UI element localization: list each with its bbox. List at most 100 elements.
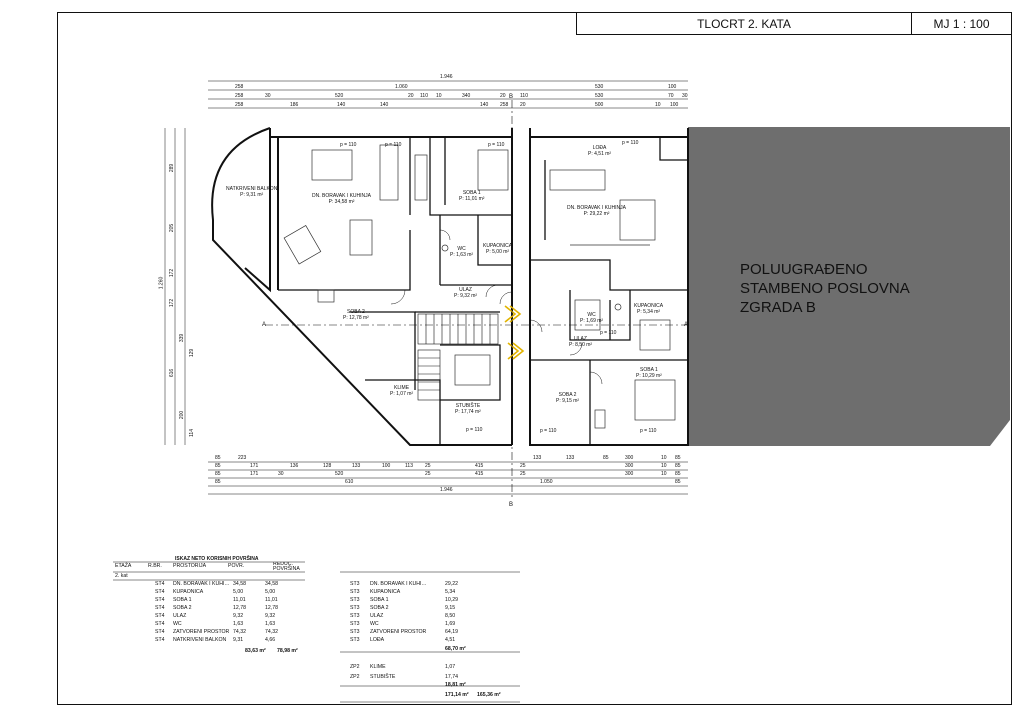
table-row: ST3 WC 1,69 — [350, 620, 475, 628]
room-area: P: 12,78 m² — [343, 315, 369, 321]
room-area: P: 1,07 m² — [390, 391, 414, 397]
table-row: ST3 LOĐA 4,51 — [350, 636, 475, 644]
cell: KUPAONICA — [173, 589, 204, 595]
dim-bottom-total: 1.946 — [440, 487, 453, 493]
dim-left-2: 172 — [169, 268, 176, 278]
room-natkriveni-balkon: NATKRIVENI BALKON P: 9,31 m² — [226, 186, 277, 198]
dim-top-total: 1.946 — [440, 74, 453, 80]
adjacent-building-label: POLUUGRAĐENO STAMBENO POSLOVNA ZGRADA B — [740, 260, 910, 317]
dimension-lines-bottom — [208, 461, 688, 495]
dim-b2-5: 100 — [382, 463, 391, 469]
table-row: ST4 SOBA 2 12,78 12,78 — [155, 604, 290, 612]
room-area: P: 29,22 m² — [583, 211, 610, 217]
dim-b3-6: 25 — [520, 471, 526, 477]
dimension-lines-top — [208, 80, 688, 109]
cell: 4,66 — [265, 637, 276, 643]
dim-b1-3: 133 — [566, 455, 575, 461]
dim-r4-4: 140 — [480, 102, 489, 108]
opening-label: p = 110 — [622, 140, 639, 146]
dim-b1-7: 85 — [675, 455, 681, 461]
dim-r4-5: 258 — [500, 102, 509, 108]
opening-label: p = 110 — [640, 428, 657, 434]
cell: KLIME — [370, 664, 386, 670]
table-row: ST4 ZATVORENI PROSTOR 74,32 74,32 — [155, 628, 290, 636]
room-area: P: 17,74 m² — [455, 409, 481, 415]
dim-r3-10: 70 — [668, 93, 674, 99]
dim-left-6: 114 — [188, 429, 195, 437]
opening-label: p = 110 — [340, 142, 357, 148]
dim-b3-2: 30 — [278, 471, 284, 477]
cell: 5,34 — [445, 589, 456, 595]
dim-left-1: 205 — [169, 223, 176, 233]
room-name: KUPAONICA — [483, 243, 513, 249]
table-row: ST4 ULAZ 9,32 9,32 — [155, 612, 290, 620]
dim-top-100: 100 — [668, 84, 677, 90]
room-name: NATKRIVENI BALKON — [226, 186, 278, 192]
dim-r3-6: 340 — [462, 93, 471, 99]
room-name: KUPAONICA — [634, 303, 664, 309]
room-soba1-left: SOBA 1 P: 11,01 m² — [459, 190, 484, 202]
dim-top-258: 258 — [235, 84, 244, 90]
cell: 11,01 — [233, 597, 246, 603]
header-reduc: REDUC. POVRŠINA — [273, 562, 300, 572]
dim-b1-0: 85 — [215, 455, 221, 461]
table-row: ST4 DN. BORAVAK I KUHI… 34,58 34,58 — [155, 580, 290, 588]
room-area: P: 8,50 m² — [569, 342, 593, 348]
table-grand-totals: 171,14 m² 165,36 m² — [445, 691, 509, 699]
dim-b3-7: 300 — [625, 471, 634, 477]
room-area: P: 5,34 m² — [637, 309, 661, 315]
room-dn-boravak-right: DN. BORAVAK I KUHINJA P: 29,22 m² — [567, 205, 626, 217]
room-name: DN. BORAVAK I KUHINJA — [567, 205, 626, 211]
room-name: SOBA 1 — [462, 190, 481, 196]
room-name: WC — [587, 312, 596, 318]
table-row: ZP2 KLIME 1,07 — [350, 663, 475, 671]
section-mark-b-bottom: B — [509, 502, 514, 508]
dim-r3-0: 258 — [235, 93, 244, 99]
dim-b2-12: 85 — [675, 463, 681, 469]
cell: ST4 — [155, 613, 165, 619]
entrance-arrows — [504, 305, 525, 360]
cell: ST3 — [350, 589, 360, 595]
section-lines — [265, 100, 690, 500]
dim-b4-2: 1.050 — [540, 479, 553, 485]
dim-top-1060: 1.060 — [395, 84, 408, 90]
dim-left-7: 200 — [179, 410, 186, 420]
room-area: P: 5,00 m² — [486, 249, 510, 255]
adjacent-line-1: POLUUGRAĐENO — [740, 261, 868, 278]
cell: ST4 — [155, 597, 165, 603]
room-area: P: 4,51 m² — [588, 151, 612, 157]
dim-r3-11: 30 — [682, 93, 688, 99]
cell: 12,78 — [233, 605, 246, 611]
dim-b1-4: 85 — [603, 455, 609, 461]
dim-r3-4: 110 — [420, 93, 428, 99]
dim-b4-0: 85 — [215, 479, 221, 485]
furniture — [283, 144, 676, 429]
cell: SOBA 1 — [370, 597, 389, 603]
cell: 34,58 — [265, 581, 278, 587]
dim-left-3: 172 — [169, 298, 176, 308]
cell: 9,31 — [233, 637, 244, 643]
cell: ST3 — [350, 605, 360, 611]
cell: 9,32 — [233, 613, 244, 619]
room-name: KLIME — [394, 385, 410, 391]
cell: 68,70 m² — [445, 646, 466, 652]
dim-b3-3: 520 — [335, 471, 344, 477]
dim-b3-8: 10 — [661, 471, 667, 477]
room-soba2-right: SOBA 2 P: 9,15 m² — [556, 392, 579, 404]
cell: 10,29 — [445, 597, 458, 603]
table-row: ST3 SOBA 2 9,15 — [350, 604, 475, 612]
cell: ZATVORENI PROSTOR — [370, 629, 427, 635]
cell: ST3 — [350, 613, 360, 619]
room-area: P: 10,29 m² — [636, 373, 662, 379]
exterior-walls — [211, 127, 689, 446]
cell: 9,32 — [265, 613, 276, 619]
room-name: WC — [457, 246, 466, 252]
table-row: ST3 SOBA 1 10,29 — [350, 596, 475, 604]
table-left-totals: 83,63 m² 78,98 m² — [245, 647, 307, 655]
adjacent-line-2: STAMBENO POSLOVNA — [740, 280, 910, 297]
dim-b2-1: 171 — [250, 463, 259, 469]
dim-r3-5: 10 — [436, 93, 442, 99]
door-swings — [390, 229, 603, 385]
section-mark-a-left: A — [262, 322, 267, 328]
